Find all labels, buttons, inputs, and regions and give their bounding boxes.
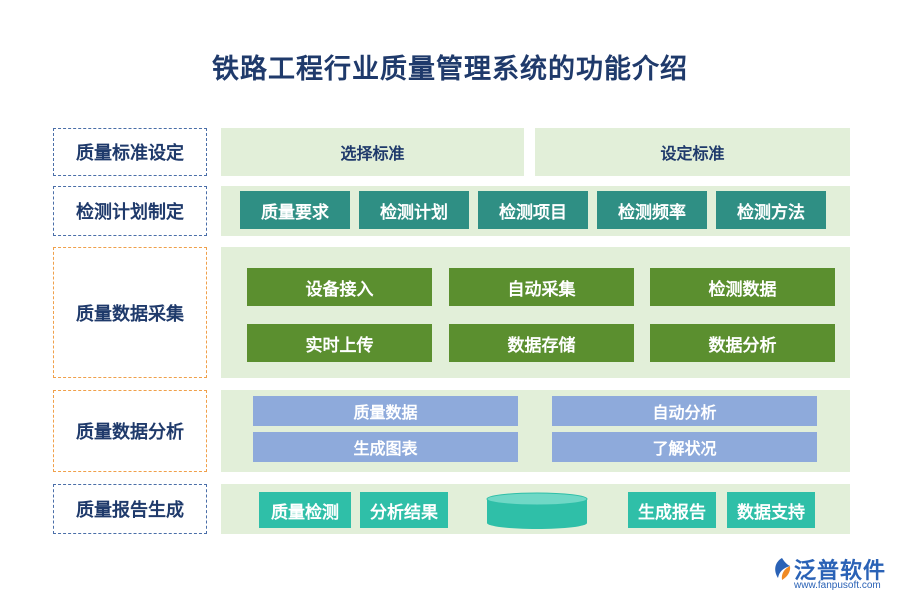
item-inspection-frequency: 检测频率 [597,191,707,229]
row-panel-data-collection: 设备接入 自动采集 检测数据 实时上传 数据存储 数据分析 [221,247,850,378]
database-cylinder-icon [486,492,588,529]
item-realtime-upload: 实时上传 [247,324,432,362]
row-panel-inspection-plan: 质量要求 检测计划 检测项目 检测频率 检测方法 [221,186,850,236]
brand-url: www.fanpusoft.com [794,580,881,591]
item-generate-chart: 生成图表 [253,432,518,462]
item-inspection-data: 检测数据 [650,268,835,306]
item-select-standard: 选择标准 [221,128,524,176]
item-auto-analysis: 自动分析 [552,396,817,426]
row-label-data-analysis: 质量数据分析 [53,390,207,472]
item-device-access: 设备接入 [247,268,432,306]
item-understand-status: 了解状况 [552,432,817,462]
row-label-data-collection: 质量数据采集 [53,247,207,378]
item-data-support: 数据支持 [727,492,815,528]
page-title: 铁路工程行业质量管理系统的功能介绍 [212,54,688,85]
row-label-quality-standard: 质量标准设定 [53,128,207,176]
item-quality-data: 质量数据 [253,396,518,426]
item-auto-collect: 自动采集 [449,268,634,306]
item-set-standard: 设定标准 [535,128,850,176]
item-analysis-result: 分析结果 [360,492,448,528]
brand-name: 泛普软件 [794,559,887,584]
item-data-analysis: 数据分析 [650,324,835,362]
item-inspection-method: 检测方法 [716,191,826,229]
item-quality-inspection: 质量检测 [259,492,351,528]
item-inspection-plan: 检测计划 [359,191,469,229]
row-label-inspection-plan: 检测计划制定 [53,186,207,236]
row-label-report-generation: 质量报告生成 [53,484,207,534]
item-generate-report: 生成报告 [628,492,716,528]
fanpu-logo-icon [775,558,791,580]
row-panel-quality-standard: 选择标准 设定标准 [221,128,850,176]
row-panel-data-analysis: 质量数据 自动分析 生成图表 了解状况 [221,390,850,472]
row-panel-report-generation: 质量检测 分析结果 生成报告 数据支持 [221,484,850,534]
item-inspection-items: 检测项目 [478,191,588,229]
item-quality-requirement: 质量要求 [240,191,350,229]
item-data-storage: 数据存储 [449,324,634,362]
